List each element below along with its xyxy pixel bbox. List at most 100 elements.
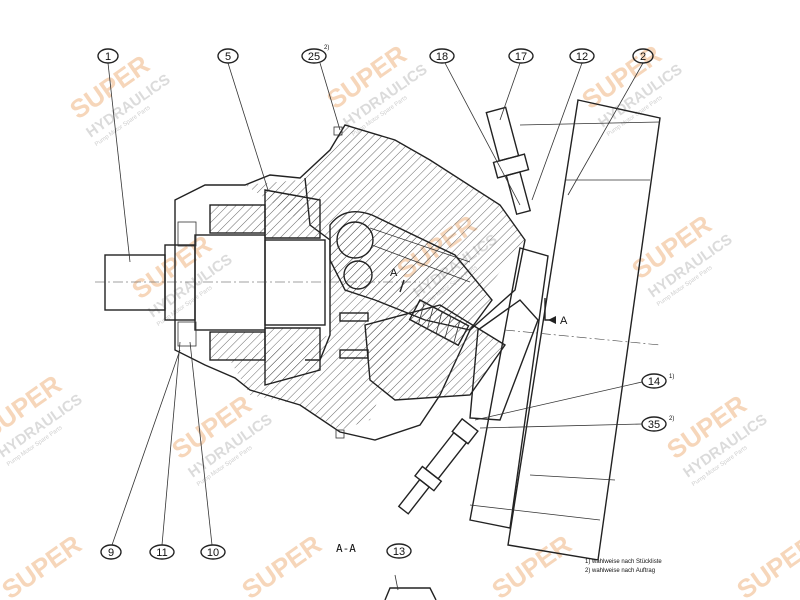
front-bearing-lower [210,332,265,360]
section-mark-inner: A [390,267,398,279]
leader-18 [444,62,521,206]
drain-plug [335,429,345,439]
center-pin-lower [339,349,369,359]
watermark-bottom-right: SUPER [731,529,800,600]
port-plate-edge [529,474,616,481]
callout-9: 9 [100,544,122,560]
watermark-brand-top: SUPER [486,529,577,600]
watermark-low-right: SUPER HYDRAULICS Pump Motor Spare Parts [661,389,770,488]
watermark-mid-left: SUPER HYDRAULICS Pump Motor Spare Parts [126,229,235,328]
shaft-seal-lower [177,321,197,347]
port-plate-edge [469,504,601,521]
callouts: 1 5 25 2) 18 17 12 2 14 1) [97,45,674,560]
piston-ball-upper [336,221,374,259]
lower-screw-body [424,431,468,480]
callout-bubble [149,544,175,560]
plug-screw [333,126,343,136]
part-13-stem [394,574,399,591]
callout-label: 5 [225,51,231,63]
watermark-top-center: SUPER HYDRAULICS Pump Motor Spare Parts [321,39,430,138]
section-title: A-A [336,542,356,555]
callout-bubble [641,373,667,389]
callout-superscript: 1) [669,374,674,380]
port-plate-edge [519,121,661,126]
valve-segment [365,305,505,400]
callout-label: 18 [436,51,448,63]
rear-bearing-upper [265,190,320,238]
leader-10 [189,341,213,546]
rear-bearing-lower [265,328,320,385]
watermark-low-center: SUPER HYDRAULICS Pump Motor Spare Parts [166,389,275,488]
callout-13: 13 [386,543,412,559]
valve-segment-outline [364,304,506,401]
callout-bubble [641,416,667,432]
adjust-screw-shaft [505,171,532,216]
callout-bubble [97,48,119,64]
rear-bearing-lower-outline [264,327,321,386]
watermark-low-left: SUPER HYDRAULICS Pump Motor Spare Parts [0,369,85,468]
piston-block-outline [329,211,493,331]
leader-35 [479,423,643,429]
housing-outline [174,124,526,441]
callout-bubble [429,48,455,64]
callout-label: 35 [648,419,660,431]
leader-1 [107,62,131,263]
callout-5: 5 [217,48,239,64]
spring-housing [408,299,470,347]
callout-label: 1 [105,51,111,63]
section-marker: A A [390,267,568,327]
part-13-outline [384,587,437,600]
callout-35: 35 2) [641,416,674,432]
watermark-brand-top: SUPER [236,529,327,600]
callout-bubble [569,48,595,64]
leader-25 [319,62,341,131]
callout-1: 1 [97,48,119,64]
callout-label: 13 [393,546,405,558]
watermark-bottom-center: SUPER [236,529,327,600]
callout-14: 14 1) [641,373,674,389]
callout-label: 12 [576,51,588,63]
watermark-bottom-left: SUPER [0,529,87,600]
callout-label: 9 [108,547,114,559]
lower-screw-shaft [397,478,431,515]
watermark-brand-top: SUPER [0,529,87,600]
section-arrow-head [548,316,556,324]
center-pin-upper [339,312,369,322]
piston-ball-lower [343,260,373,290]
callout-label: 11 [156,547,167,559]
callout-bubble [508,48,534,64]
callout-bubble [200,544,226,560]
callout-12: 12 [569,48,595,64]
callout-10: 10 [200,544,226,560]
port-plate [469,99,661,561]
watermark-mid-right: SUPER HYDRAULICS Pump Motor Spare Parts [626,209,735,308]
callout-label: 10 [207,547,219,559]
leader-9 [111,349,181,546]
callout-label: 17 [515,51,527,63]
upper-adjust-screw [485,106,532,216]
port-plate-outline [507,99,661,561]
spring-pack [408,299,470,347]
callout-bubble [386,543,412,559]
section-arrow-inner [399,279,405,293]
port-centerline [504,329,661,346]
shaft-seal-upper [177,221,197,247]
leader-12 [531,62,583,201]
leader-14 [474,381,643,421]
front-bearing-upper [210,205,265,233]
leader-2 [567,62,644,196]
rear-bearing-upper-outline [264,189,321,239]
bearing-set [177,189,321,386]
callout-18: 18 [429,48,455,64]
lower-screw-head [451,417,479,445]
callout-2: 2 [632,48,654,64]
callout-25: 25 2) [301,45,329,64]
leader-17 [499,62,521,121]
piston-block-section [330,211,492,330]
leader-11 [161,341,181,546]
watermark-top-left: SUPER HYDRAULICS Pump Motor Spare Parts [64,49,173,148]
adjust-screw-body [485,106,520,162]
port-plate-side [469,247,549,529]
control-lens-plate [469,299,539,421]
footnote-1: 1) wahlweise nach Stückliste [585,559,662,565]
